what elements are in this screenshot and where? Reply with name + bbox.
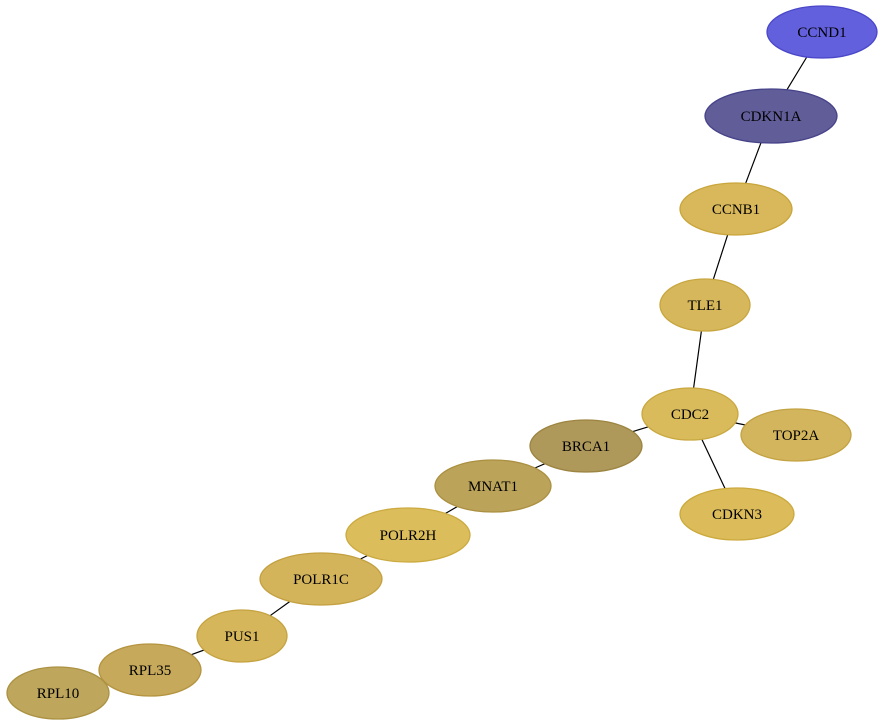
- node-shape: [766, 5, 878, 59]
- node-label: TLE1: [688, 298, 723, 314]
- node-polr1c[interactable]: POLR1C: [259, 552, 383, 606]
- node-shape: [740, 408, 852, 462]
- node-label: RPL10: [37, 686, 80, 702]
- edge-mnat1-polr2h: [445, 505, 458, 515]
- node-shape: [679, 487, 795, 541]
- node-shape: [659, 278, 751, 332]
- node-shape: [529, 419, 643, 473]
- node-ccnb1[interactable]: CCNB1: [679, 182, 793, 236]
- node-shape: [704, 88, 838, 144]
- node-label: POLR1C: [293, 572, 349, 588]
- node-cdkn3[interactable]: CDKN3: [679, 487, 795, 541]
- node-cdkn1a[interactable]: CDKN1A: [704, 88, 838, 144]
- node-shape: [641, 387, 739, 441]
- node-label: CCNB1: [712, 202, 760, 218]
- node-label: POLR2H: [380, 528, 437, 544]
- node-label: RPL35: [129, 663, 172, 679]
- node-shape: [679, 182, 793, 236]
- node-rpl10[interactable]: RPL10: [6, 666, 110, 720]
- edge-brca1-mnat1: [534, 463, 546, 469]
- node-shape: [98, 643, 202, 697]
- node-top2a[interactable]: TOP2A: [740, 408, 852, 462]
- node-label: PUS1: [224, 629, 259, 645]
- edge-ccnb1-tle1: [712, 234, 729, 280]
- node-label: CDKN3: [712, 507, 762, 523]
- node-pus1[interactable]: PUS1: [196, 609, 288, 663]
- node-ccnd1[interactable]: CCND1: [766, 5, 878, 59]
- node-shape: [6, 666, 110, 720]
- node-cdc2[interactable]: CDC2: [641, 387, 739, 441]
- node-tle1[interactable]: TLE1: [659, 278, 751, 332]
- node-shape: [434, 459, 552, 513]
- node-label: CDC2: [671, 407, 709, 423]
- node-label: TOP2A: [773, 428, 820, 444]
- edge-ccnd1-cdkn1a: [786, 56, 808, 91]
- node-label: CCND1: [797, 25, 846, 41]
- node-shape: [196, 609, 288, 663]
- edge-polr2h-polr1c: [360, 554, 368, 560]
- node-label: MNAT1: [468, 479, 518, 495]
- node-shape: [259, 552, 383, 606]
- edge-layer: [103, 56, 808, 683]
- node-label: BRCA1: [562, 439, 610, 455]
- edge-cdc2-top2a: [734, 422, 746, 426]
- edge-pus1-rpl35: [191, 649, 205, 656]
- edge-cdkn1a-ccnb1: [745, 142, 762, 184]
- edge-cdc2-cdkn3: [701, 438, 726, 489]
- edge-polr1c-pus1: [269, 600, 291, 617]
- edge-tle1-cdc2: [693, 330, 702, 389]
- node-label: CDKN1A: [741, 109, 802, 125]
- node-polr2h[interactable]: POLR2H: [345, 507, 471, 563]
- node-rpl35[interactable]: RPL35: [98, 643, 202, 697]
- edge-cdc2-brca1: [632, 426, 649, 433]
- node-brca1[interactable]: BRCA1: [529, 419, 643, 473]
- node-mnat1[interactable]: MNAT1: [434, 459, 552, 513]
- node-shape: [345, 507, 471, 563]
